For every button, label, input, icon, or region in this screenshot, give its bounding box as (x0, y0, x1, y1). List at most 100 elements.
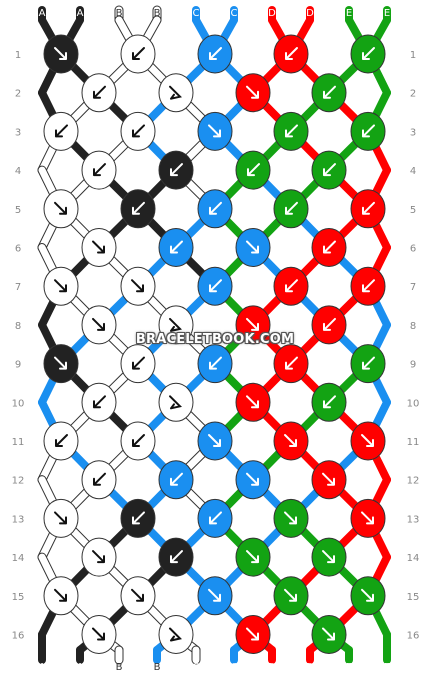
arrow-icon (170, 472, 183, 486)
arrow-icon (54, 511, 67, 525)
knot-r9-1 (43, 344, 79, 384)
knot-r10-2 (158, 382, 194, 422)
row-number-left: 2 (15, 89, 21, 100)
row-number-right: 9 (410, 360, 416, 371)
row-number-right: 4 (410, 166, 416, 177)
arrow-icon (170, 163, 183, 177)
knot-r11-3 (197, 421, 233, 461)
arrow-icon (247, 163, 260, 177)
knot-r7-2 (120, 266, 156, 306)
knot-r9-3 (197, 344, 233, 384)
knot-r5-3 (197, 189, 233, 229)
knot-r9-5 (350, 344, 386, 384)
arrow-icon (131, 279, 144, 293)
row-number-left: 1 (15, 50, 21, 61)
arrow-icon (246, 395, 259, 409)
arrow-icon (209, 201, 222, 215)
knot-r13-1 (43, 498, 79, 538)
arrow-icon (169, 85, 182, 100)
row-number-left: 12 (12, 476, 25, 487)
knot-r12-4 (311, 460, 347, 500)
string-label-bottom: D (306, 662, 314, 673)
row-number-left: 8 (15, 321, 21, 332)
arrow-icon (323, 240, 336, 254)
arrow-icon (285, 47, 298, 60)
arrow-icon (131, 588, 144, 602)
knot-r8-1 (81, 305, 117, 345)
arrow-icon (169, 627, 182, 642)
knot-r3-2 (120, 111, 156, 151)
row-number-right: 8 (410, 321, 416, 332)
string-label-bottom: D (268, 662, 276, 673)
knot-r4-2 (158, 150, 194, 190)
knot-r10-4 (311, 382, 347, 422)
knot-r15-4 (273, 576, 309, 616)
arrow-icon (246, 627, 259, 641)
knot-r1-3 (197, 34, 233, 74)
row-number-left: 11 (12, 437, 25, 448)
knot-r9-2 (120, 344, 156, 384)
string-label-bottom: A (39, 662, 46, 673)
knot-r7-1 (43, 266, 79, 306)
arrow-icon (284, 434, 297, 447)
arrow-icon (54, 201, 67, 215)
knot-r8-4 (311, 305, 347, 345)
row-number-left: 9 (15, 360, 21, 371)
row-number-right: 13 (407, 514, 420, 525)
knot-r10-3 (235, 382, 271, 422)
arrow-icon (246, 550, 259, 564)
arrow-icon (208, 124, 221, 138)
arrow-icon (322, 472, 335, 486)
arrow-icon (55, 434, 68, 447)
string-label-bottom: B (154, 662, 161, 673)
string-label-bottom: C (193, 662, 200, 673)
row-number-right: 5 (410, 205, 416, 216)
knot-r5-2 (120, 189, 156, 229)
knot-r14-4 (311, 537, 347, 577)
knot-r4-1 (81, 150, 117, 190)
knot-r3-3 (197, 111, 233, 151)
row-number-right: 3 (410, 127, 416, 138)
row-number-left: 3 (15, 127, 21, 138)
string-label-top: C (231, 8, 238, 19)
knot-r11-1 (43, 421, 79, 461)
arrow-icon (169, 317, 182, 332)
arrow-icon (246, 240, 259, 254)
string-label-top: A (77, 8, 84, 19)
arrow-icon (132, 434, 145, 447)
string-label-top: A (39, 8, 46, 19)
arrow-icon (209, 511, 222, 525)
arrow-icon (323, 85, 336, 99)
row-number-left: 14 (12, 553, 25, 564)
arrow-icon (362, 356, 375, 370)
arrow-icon (362, 279, 375, 293)
row-number-left: 4 (15, 166, 21, 177)
row-number-right: 12 (407, 476, 420, 487)
string-label-top: C (193, 8, 200, 19)
arrow-icon (284, 511, 297, 525)
string-label-bottom: A (77, 662, 84, 673)
knot-r6-4 (311, 228, 347, 267)
knot-r2-4 (311, 73, 347, 113)
knot-r7-5 (350, 266, 386, 306)
knot-r9-4 (273, 344, 309, 384)
arrow-icon (246, 472, 259, 486)
knot-r6-3 (235, 228, 271, 267)
knot-r15-1 (43, 576, 79, 616)
knot-r15-5 (350, 576, 386, 616)
knot-r12-3 (235, 460, 271, 500)
knot-r4-4 (311, 150, 347, 190)
knot-r13-4 (273, 498, 309, 538)
knot-r15-3 (197, 576, 233, 616)
arrow-icon (285, 201, 298, 215)
arrow-icon (284, 588, 297, 602)
knot-r14-2 (158, 537, 194, 577)
row-number-right: 7 (410, 282, 416, 293)
knot-r15-2 (120, 576, 156, 616)
string-label-top: D (306, 8, 314, 19)
knot-r3-4 (273, 111, 309, 151)
arrow-icon (132, 201, 145, 215)
arrow-icon (323, 395, 336, 409)
arrow-icon (93, 85, 106, 99)
